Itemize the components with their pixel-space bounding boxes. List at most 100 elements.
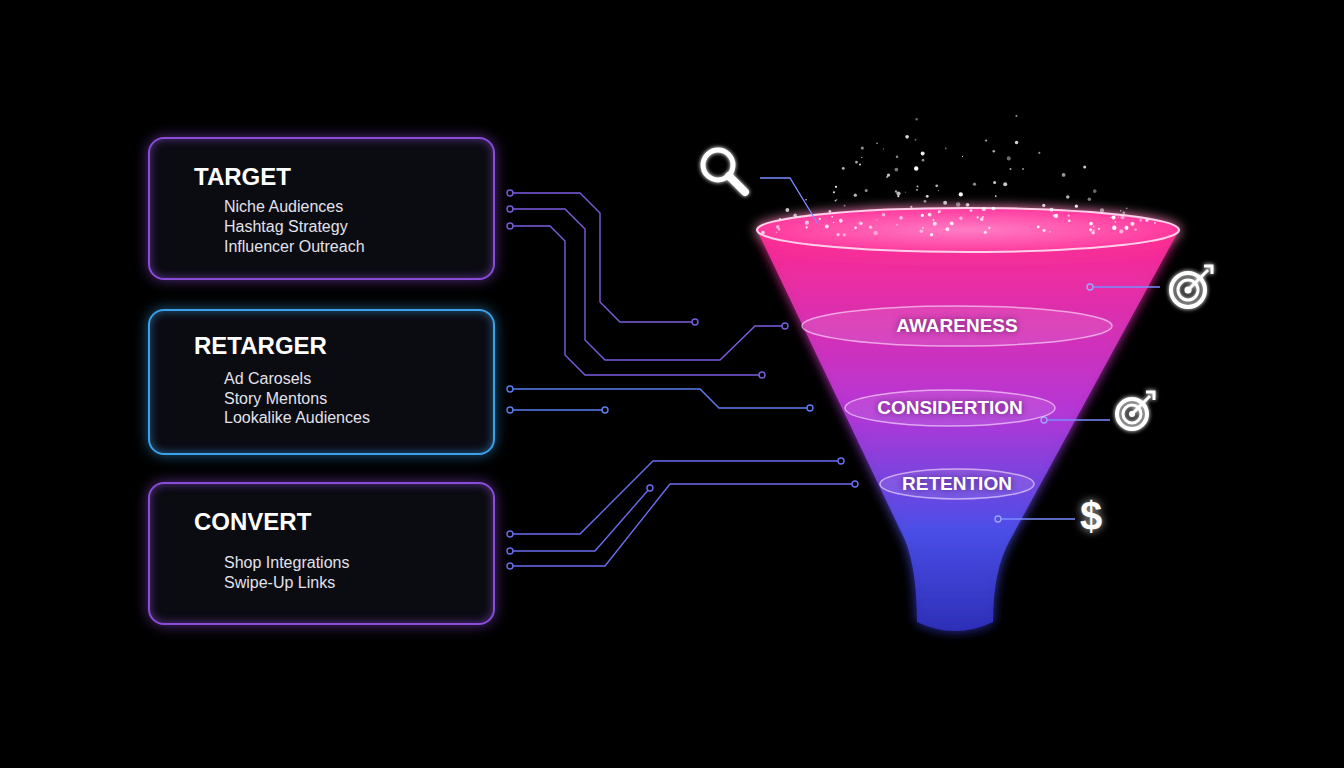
sparkle: [959, 217, 962, 220]
sparkle: [825, 225, 829, 229]
sparkle: [1015, 115, 1017, 117]
sparkle: [916, 189, 918, 191]
sparkle: [1062, 173, 1066, 177]
magnifier-icon: [703, 150, 745, 192]
sparkle: [897, 195, 899, 197]
sparkle: [819, 218, 821, 220]
target-icon: [1117, 392, 1154, 429]
sparkle: [1119, 229, 1123, 233]
sparkle: [887, 174, 890, 177]
sparkle: [922, 159, 925, 162]
circuit-wires: [507, 190, 858, 569]
wire-terminal: [852, 481, 858, 487]
sparkle: [985, 140, 987, 142]
stage-label: AWARENESS: [896, 315, 1017, 337]
sparkle: [938, 210, 941, 213]
sparkle: [1007, 156, 1011, 160]
stage-label: CONSIDERTION: [877, 397, 1023, 419]
sparkle: [1122, 211, 1125, 214]
sparkle: [854, 194, 857, 197]
checklist-panel: TARGETNiche AudiencesHashtag StrategyInf…: [148, 137, 495, 280]
target-icon: [1171, 266, 1212, 307]
sparkle: [833, 191, 835, 193]
wire-terminal: [507, 407, 513, 413]
wire-terminal: [692, 319, 698, 325]
sparkle: [933, 222, 937, 226]
sparkle: [876, 142, 877, 143]
sparkle: [1003, 182, 1007, 186]
sparkle: [1124, 226, 1128, 230]
sparkle: [1089, 228, 1092, 231]
wire-terminal: [807, 405, 813, 411]
sparkle: [924, 200, 927, 203]
wire-terminal: [507, 386, 513, 392]
sparkle: [836, 233, 839, 236]
funnel-stage: RETENTION: [879, 468, 1035, 500]
sparkle: [1075, 205, 1078, 208]
funnel-stage: AWARENESS: [801, 305, 1113, 347]
sparkle: [833, 222, 834, 223]
band-ellipse: [845, 390, 1055, 426]
sparkle: [1093, 189, 1097, 193]
sparkle: [920, 230, 923, 233]
wire-terminal: [507, 531, 513, 537]
sparkle: [1130, 222, 1134, 226]
sparkle: [865, 189, 868, 192]
checklist-item: Niche Audiences: [224, 197, 343, 216]
sparkle: [926, 195, 929, 198]
sparkle: [1112, 226, 1116, 230]
sparkle: [854, 227, 856, 229]
stage-label: RETENTION: [902, 473, 1012, 495]
sparkle: [932, 219, 934, 221]
circuit-wire: [510, 389, 810, 408]
sparkle: [896, 191, 900, 195]
checklist-panel: CONVERTShop IntegrationsSwipe-Up Links: [148, 482, 495, 625]
sparkle: [1050, 208, 1054, 212]
sparkle: [1049, 231, 1051, 233]
sparkle: [910, 206, 912, 208]
sparkle: [1093, 226, 1095, 228]
sparkle: [1010, 168, 1012, 170]
sparkle: [930, 233, 933, 236]
checklist-item: Influencer Outreach: [224, 237, 365, 256]
sparkle: [1093, 229, 1095, 231]
checklist-item: Hashtag Strategy: [224, 217, 348, 236]
sparkle: [956, 202, 960, 206]
sparkle: [1053, 214, 1056, 217]
sparkle: [776, 232, 777, 233]
sparkle: [1042, 229, 1045, 232]
checklist-item: Ad Carosels: [224, 369, 311, 388]
sparkle: [779, 218, 781, 220]
wire-terminal: [507, 223, 513, 229]
sparkle: [895, 168, 899, 172]
circuit-wire: [510, 226, 762, 375]
wire-terminal: [647, 485, 653, 491]
sparkle-particles: [761, 115, 1156, 237]
sparkle: [982, 207, 986, 211]
panel-heading: RETARGER: [194, 332, 327, 361]
sparkle: [905, 192, 906, 193]
sparkle: [1126, 207, 1128, 209]
sparkle: [950, 222, 954, 226]
band-ellipse: [802, 306, 1112, 346]
circuit-wire: [510, 209, 785, 360]
sparkle: [970, 209, 973, 212]
sparkle: [922, 227, 924, 229]
circuit-wire: [510, 193, 695, 322]
sparkle: [935, 184, 938, 187]
sparkle: [805, 199, 807, 201]
sparkle: [882, 213, 885, 216]
sparkle: [959, 192, 963, 196]
wire-terminal: [838, 458, 844, 464]
sparkle: [915, 139, 917, 141]
sparkle: [1068, 220, 1071, 223]
sparkle: [883, 148, 884, 149]
sparkle: [921, 214, 924, 217]
sparkle: [861, 157, 862, 158]
sparkle: [1112, 216, 1116, 220]
sparkle: [938, 190, 939, 191]
band-ellipse: [880, 469, 1034, 499]
sparkle: [842, 167, 845, 170]
sparkle: [943, 201, 947, 205]
sparkle: [980, 218, 983, 221]
